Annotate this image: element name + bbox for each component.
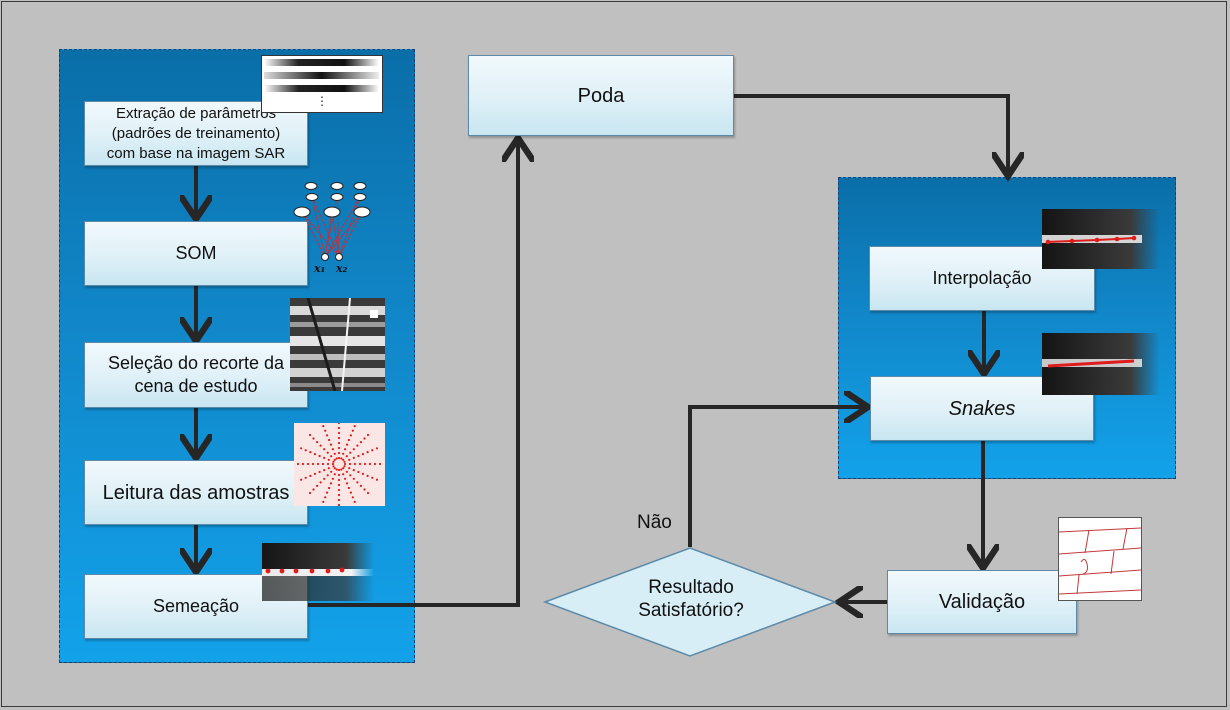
leitura-label: Leitura das amostras [102,481,290,504]
validation-sketch-thumbnail [1058,517,1142,601]
pattern-bars-thumbnail: ⋮ [261,55,383,113]
poda-label: Poda [577,84,625,107]
selecao-line-2: cena de estudo [134,376,258,396]
node-leitura-amostras: Leitura das amostras [84,460,308,525]
som-input-x2: x₂ [336,262,348,275]
sar-image-thumbnail [290,298,385,391]
arrow-poda-interpolacao [734,94,1008,172]
decision-diamond [542,547,838,657]
decision-line-2: Satisfatório? [638,600,744,621]
edge-label-nao: Não [637,512,672,533]
interpolacao-label: Interpolação [932,268,1032,288]
snakes-label: Snakes [948,397,1016,420]
pattern-ellipsis: ⋮ [316,94,328,108]
node-extracao-parametros: Extração de parâmetros (padrões de trein… [84,101,308,166]
radial-sampling-icon [294,423,385,506]
interpolation-thumbnail [1042,209,1160,269]
node-poda: Poda [468,55,734,136]
arrow-nao-snakes [688,407,864,547]
som-input-x1: x₁ [314,262,326,275]
extracao-line-1: Extração de parâmetros [115,104,277,122]
som-network-icon: x₁ x₂ [292,179,376,277]
decision-line-1: Resultado [648,577,734,598]
extracao-line-3: com base na imagem SAR [106,144,286,162]
decision-text: Resultado Satisfatório? [560,576,822,622]
validacao-label: Validação [938,591,1026,613]
node-selecao-recorte: Seleção do recorte da cena de estudo [84,342,308,408]
arrow-semeacao-poda [307,142,518,607]
selecao-line-1: Seleção do recorte da [107,353,285,373]
node-som: SOM [84,221,308,286]
som-label: SOM [175,243,217,263]
snake-line-thumbnail [1042,333,1160,395]
semeacao-label: Semeação [152,596,240,616]
extracao-line-2: (padrões de treinamento) [111,124,281,142]
node-validacao: Validação [887,570,1077,634]
seed-points-thumbnail [262,543,374,601]
